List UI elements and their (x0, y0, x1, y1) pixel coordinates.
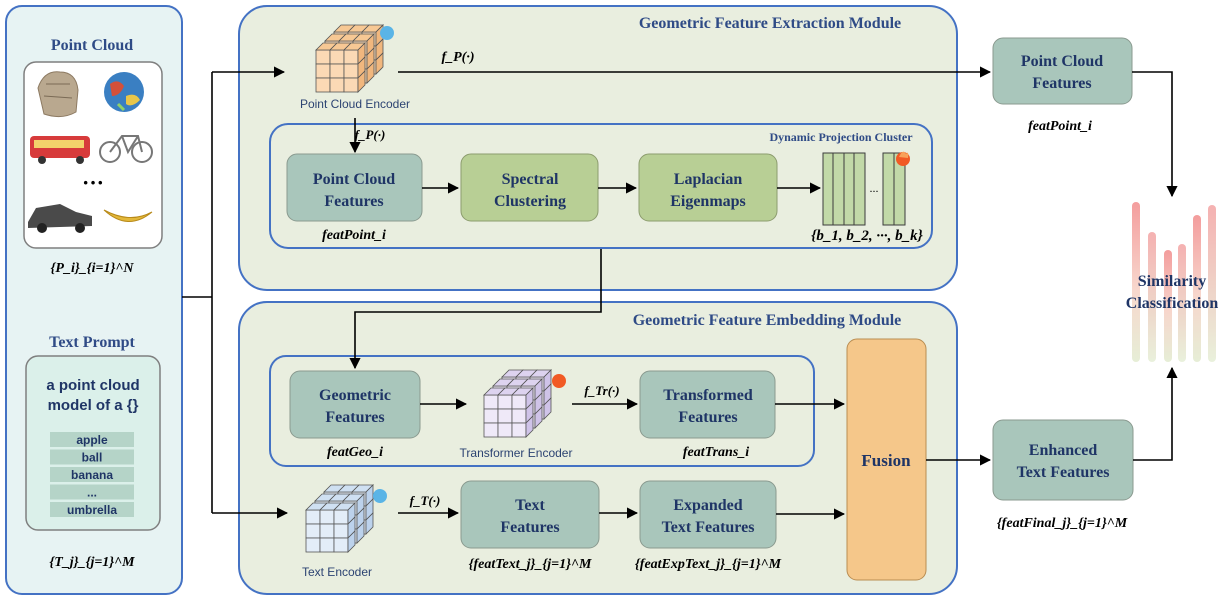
geometric-features-box (289, 370, 421, 439)
text-prompt-title: Text Prompt (49, 334, 135, 351)
class-name-item: ball (82, 451, 103, 465)
pc-out-line-1: Point Cloud (1021, 53, 1103, 70)
fp-top-label: f_P(·) (441, 50, 474, 65)
feat-text-label: {featText_j}_{j=1}^M (469, 557, 592, 572)
sim-line-2: Classification (1126, 295, 1219, 312)
cluster-title: Dynamic Projection Cluster (769, 130, 913, 144)
point-cloud-encoder-icon (315, 24, 394, 93)
basis-vectors (822, 152, 906, 226)
globe-point-cloud (104, 72, 144, 112)
laplacian-line-2: Eigenmaps (670, 193, 746, 210)
fp-inner-label: f_P(·) (355, 127, 386, 142)
text-set-label: {T_j}_{j=1}^M (49, 555, 135, 570)
class-name-item: umbrella (67, 503, 117, 517)
enh-label: {featFinal_j}_{j=1}^M (997, 516, 1128, 531)
transformer-label: Transformer Encoder (460, 446, 573, 460)
frozen-snowflake-icon (380, 26, 394, 40)
text-features-box (460, 480, 600, 549)
text-feat-line-1: Text (515, 497, 545, 514)
text-encoder-icon (305, 484, 387, 553)
ft-label: f_T(·) (410, 493, 441, 508)
basis-ellipsis: ... (870, 181, 879, 195)
pc-features-line-2: Features (324, 193, 383, 210)
class-chip (50, 502, 134, 517)
extraction-module-title: Geometric Feature Extraction Module (639, 15, 901, 32)
transformer-encoder-icon (483, 369, 566, 438)
pc-out-line-2: Features (1032, 75, 1091, 92)
geo-line-1: Geometric (319, 387, 391, 404)
connector-arrows (182, 66, 1178, 520)
fusion-label: Fusion (861, 451, 911, 470)
trainable-flame-icon (896, 151, 910, 166)
text-encoder-label: Text Encoder (302, 565, 372, 579)
transformed-features-box (639, 370, 776, 439)
point-cloud-title: Point Cloud (51, 37, 133, 54)
prompt-line-1: a point cloud (46, 377, 139, 394)
class-name-item: banana (71, 468, 113, 482)
sim-line-1: Similarity (1138, 273, 1206, 290)
class-chip (50, 467, 134, 482)
bus-point-cloud (30, 136, 90, 164)
basis-label: {b_1, b_2, ···, b_k} (811, 228, 923, 244)
class-chip (50, 432, 134, 447)
feat-geo-label: featGeo_i (327, 445, 383, 460)
spectral-line-2: Clustering (494, 193, 566, 210)
pc-features-line-1: Point Cloud (313, 171, 395, 188)
point-cloud-set-label: {P_i}_{i=1}^N (51, 261, 135, 276)
feat-exp-label: {featExpText_j}_{j=1}^M (635, 557, 782, 572)
geo-line-2: Features (325, 409, 384, 426)
expanded-text-features-box (639, 480, 777, 549)
class-name-item: apple (76, 433, 108, 447)
class-name-list: apple ball banana... umbrella (50, 432, 134, 517)
pc-out-label: featPoint_i (1028, 119, 1092, 134)
backpack-point-cloud (37, 71, 79, 118)
frozen-snowflake-icon (373, 489, 387, 503)
bicycle-point-cloud (99, 135, 153, 163)
prompt-line-2: model of a {} (48, 397, 139, 414)
text-feat-line-2: Features (500, 519, 559, 536)
banana-point-cloud (103, 209, 153, 222)
embedding-module-title: Geometric Feature Embedding Module (633, 312, 902, 329)
spectral-line-1: Spectral (502, 171, 559, 188)
trainable-flame-icon (552, 374, 566, 388)
class-chip (50, 449, 134, 465)
trans-line-1: Transformed (663, 387, 753, 404)
laplacian-line-1: Laplacian (674, 171, 743, 188)
point-cloud-encoder-label: Point Cloud Encoder (300, 97, 410, 111)
trans-line-2: Features (678, 409, 737, 426)
exp-line-2: Text Features (662, 519, 755, 536)
feat-point-label: featPoint_i (322, 228, 386, 243)
ftr-label: f_Tr(·) (584, 383, 619, 398)
enhanced-text-features-box (992, 419, 1134, 501)
enh-line-1: Enhanced (1029, 442, 1098, 459)
car-point-cloud (28, 204, 92, 233)
enh-line-2: Text Features (1017, 464, 1110, 481)
exp-line-1: Expanded (673, 497, 742, 514)
class-name-item: ... (87, 486, 97, 500)
similarity-bars-icon (1132, 202, 1216, 362)
point-cloud-ellipsis: ··· (82, 170, 104, 195)
pc-output-features-box (992, 37, 1133, 105)
feat-trans-label: featTrans_i (683, 445, 749, 460)
class-chip (50, 484, 134, 500)
